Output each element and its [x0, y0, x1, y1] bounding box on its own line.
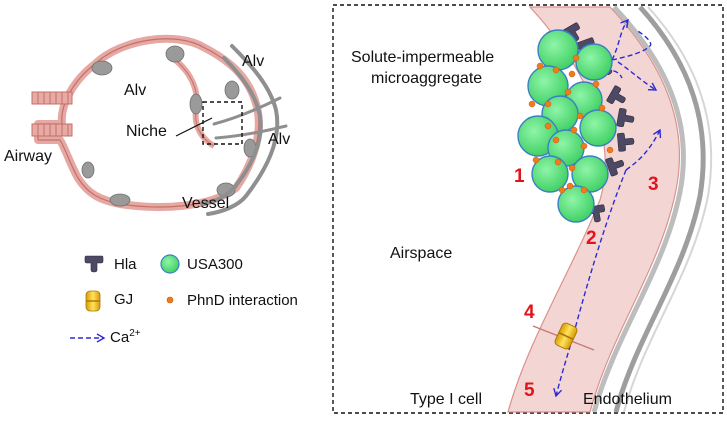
label-airspace: Airspace — [390, 245, 452, 262]
label-airway: Airway — [4, 148, 52, 165]
phnd-icon — [166, 296, 174, 304]
niche-pointer — [175, 117, 213, 137]
step-3: 3 — [648, 174, 659, 195]
hla-icon — [84, 255, 104, 273]
legend-hla: Hla — [114, 256, 137, 273]
aggregate-title-line1: Solute-impermeable — [351, 49, 494, 66]
label-endothelium: Endothelium — [583, 391, 672, 408]
step-numbers: 1 2 3 4 5 — [514, 166, 659, 401]
legend-ca: Ca2+ — [110, 328, 141, 346]
legend-phnd: PhnD interaction — [187, 292, 298, 309]
label-niche: Niche — [126, 123, 167, 140]
alveolus-overview: Alv Alv Alv Niche Airway Vessel — [4, 34, 290, 216]
aggregate-title-line2: microaggregate — [371, 70, 482, 87]
label-vessel: Vessel — [182, 195, 229, 212]
step-4: 4 — [524, 302, 535, 323]
label-alv-right: Alv — [268, 131, 290, 148]
step-5: 5 — [524, 380, 535, 401]
cell-nuclei — [81, 45, 257, 207]
gap-junction-icon — [85, 290, 101, 312]
legend-usa300: USA300 — [187, 256, 243, 273]
detail-panel: Solute-impermeable microaggregate Airspa… — [351, 5, 713, 413]
label-type1-cell: Type I cell — [410, 391, 482, 408]
phnd-dots — [528, 54, 614, 194]
usa300-icon — [160, 254, 180, 274]
type1-cell-band — [507, 6, 680, 413]
step-2: 2 — [586, 228, 597, 249]
legend-gj: GJ — [114, 291, 133, 308]
gap-junction — [554, 322, 578, 350]
label-alv-top-right: Alv — [242, 53, 264, 70]
endothelium-wall-1 — [591, 5, 686, 413]
endothelium-wall-2 — [613, 5, 706, 413]
label-alv-center: Alv — [124, 82, 146, 99]
airway-tube — [31, 91, 73, 137]
legend: Hla USA300 GJ PhnD interaction Ca2+ — [70, 254, 298, 346]
blood-vessel — [200, 44, 288, 216]
step-1: 1 — [514, 166, 525, 187]
